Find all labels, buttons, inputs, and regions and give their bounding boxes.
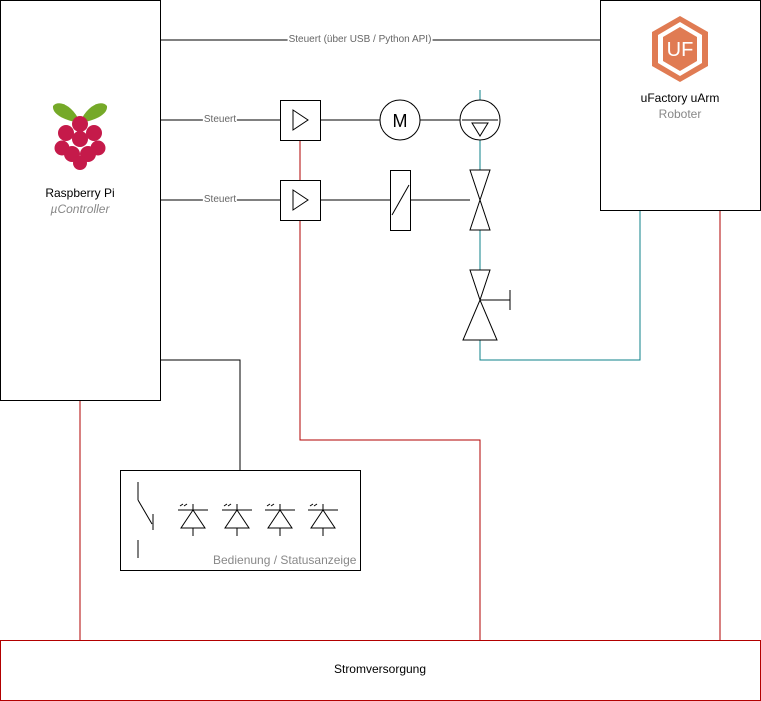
switch-icon	[137, 482, 154, 558]
vacuum-pump-symbol	[459, 99, 501, 141]
led-icon	[308, 503, 338, 536]
motor-symbol	[379, 99, 421, 141]
ufactory-logo-text: UF	[667, 39, 694, 61]
pneumatic-to-uarm	[479, 210, 641, 361]
amplifier-2	[280, 180, 321, 221]
valve-1-symbol	[469, 169, 491, 231]
raspberry-pi-subtitle: µController	[50, 202, 110, 216]
pneumatic-lines	[479, 90, 641, 361]
motor-label: M	[393, 111, 408, 131]
uarm-title: uFactory uArm	[640, 91, 720, 105]
power-line-amps	[299, 220, 481, 640]
manual-valve-symbol	[462, 269, 511, 341]
raspberry-pi-title: Raspberry Pi	[45, 186, 115, 200]
edge-pi-panel	[160, 359, 241, 470]
edge-label-ctrl-1: Steuert	[202, 114, 238, 126]
edge-label-ctrl-2: Steuert	[202, 194, 238, 206]
edge-label-usb: Steuert (über USB / Python API)	[287, 34, 433, 46]
solenoid-symbol	[390, 170, 411, 231]
ufactory-logo-icon: UF	[652, 16, 708, 82]
uarm-subtitle: Roboter	[658, 107, 702, 121]
panel-label: Bedienung / Statusanzeige	[213, 553, 357, 567]
raspberry-pi-box	[0, 0, 161, 401]
power-supply-label: Stromversorgung	[333, 662, 427, 676]
amplifier-1	[280, 100, 321, 141]
signal-lines	[160, 39, 600, 470]
raspberry-pi-logo-icon	[52, 103, 108, 170]
led-icon	[265, 503, 295, 536]
led-group	[178, 503, 338, 536]
power-lines	[79, 140, 721, 640]
led-icon	[222, 503, 252, 536]
panel-box	[120, 470, 361, 571]
led-icon	[178, 503, 208, 536]
